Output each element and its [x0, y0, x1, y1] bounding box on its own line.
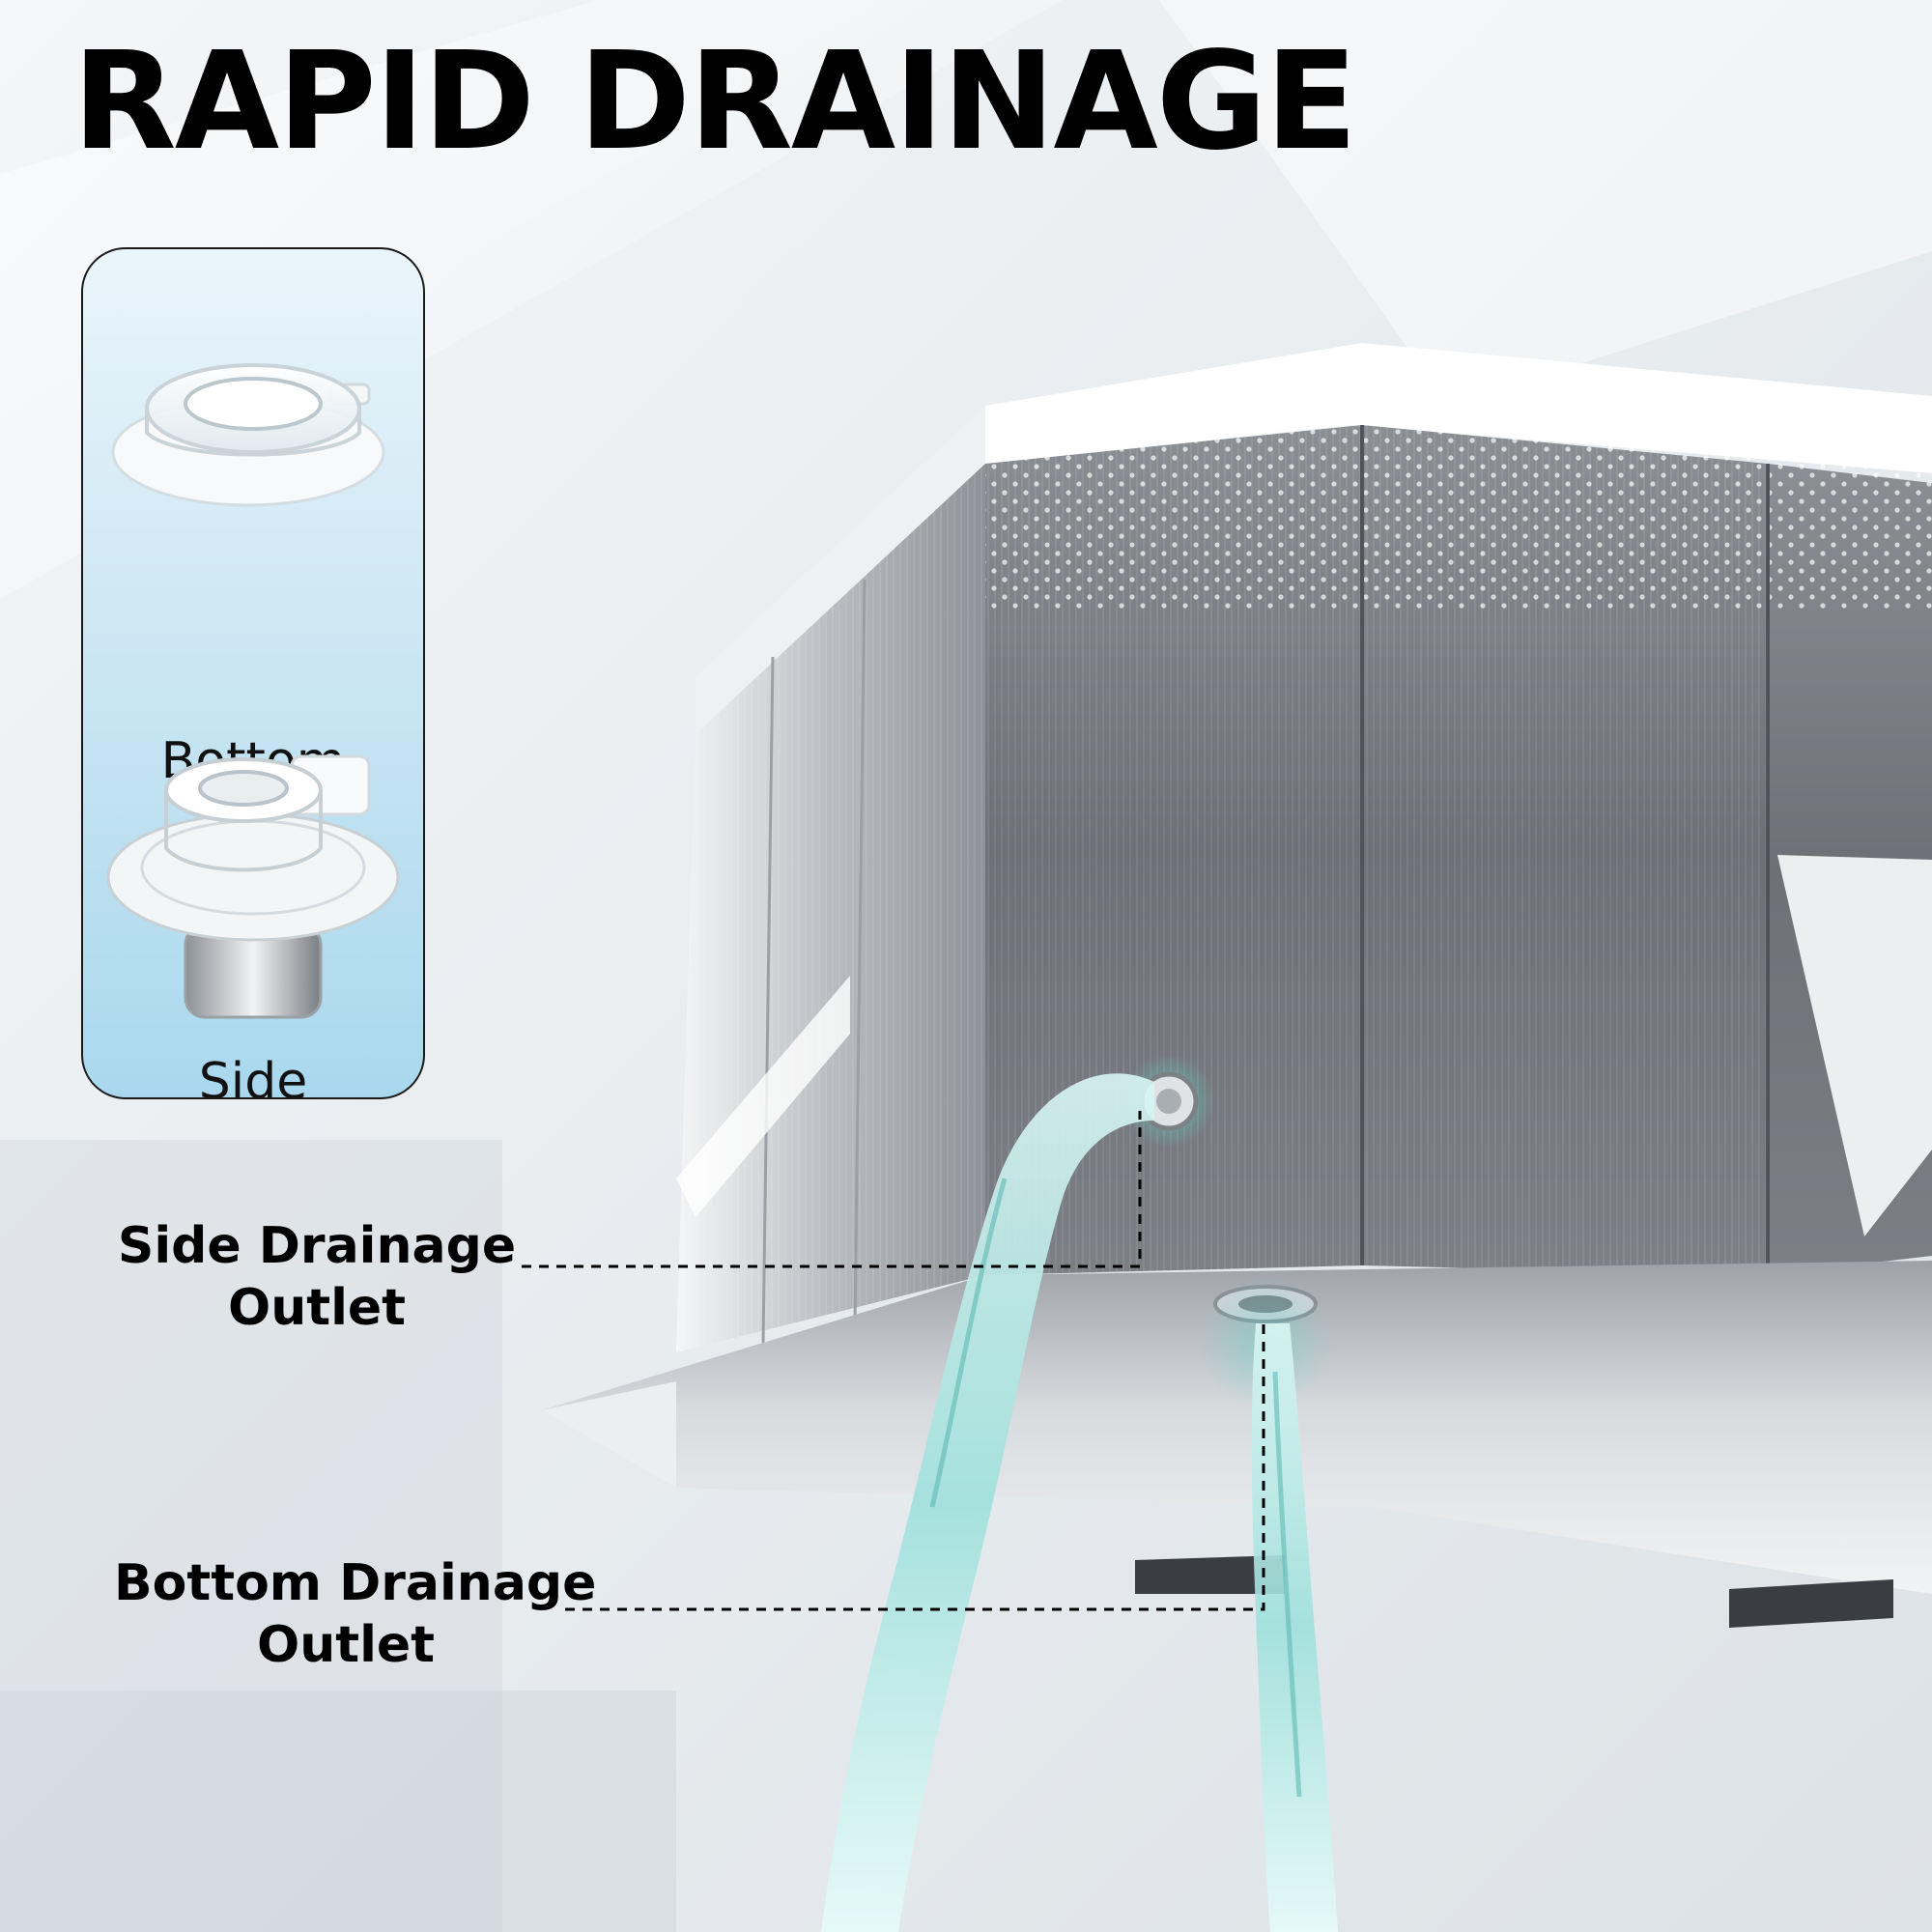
side-drainage-outlet-callout: Side Drainage Outlet	[114, 1215, 520, 1339]
side-callout-line-2: Outlet	[227, 1279, 407, 1337]
side-outlet-leader-line	[522, 1111, 1142, 1268]
bottom-drainage-outlet-callout: Bottom Drainage Outlet	[114, 1552, 597, 1676]
side-drainage-outlet-fitting	[1122, 1055, 1215, 1148]
bottom-drain-icon	[111, 363, 385, 507]
card-item-side: Side	[83, 732, 423, 1099]
bottom-outlet-leader-line	[565, 1323, 1265, 1611]
bottom-callout-line-2: Outlet	[256, 1616, 436, 1674]
card-label-side: Side	[198, 1053, 308, 1099]
card-item-bottom: Bottom	[83, 317, 423, 786]
side-drain-icon	[106, 754, 400, 1019]
water-streams	[821, 1073, 1338, 1932]
hood-front-panels	[985, 425, 1932, 1275]
headline: RAPID DRAINAGE	[72, 23, 1357, 181]
callout-leader-lines	[522, 1111, 1265, 1611]
drain-type-card: Bottom Side	[81, 247, 425, 1099]
hood-left-panel	[676, 464, 985, 1352]
side-callout-line-1: Side Drainage	[117, 1217, 517, 1275]
bottom-callout-line-1: Bottom Drainage	[114, 1554, 597, 1612]
hood-base-tray	[541, 1261, 1932, 1628]
